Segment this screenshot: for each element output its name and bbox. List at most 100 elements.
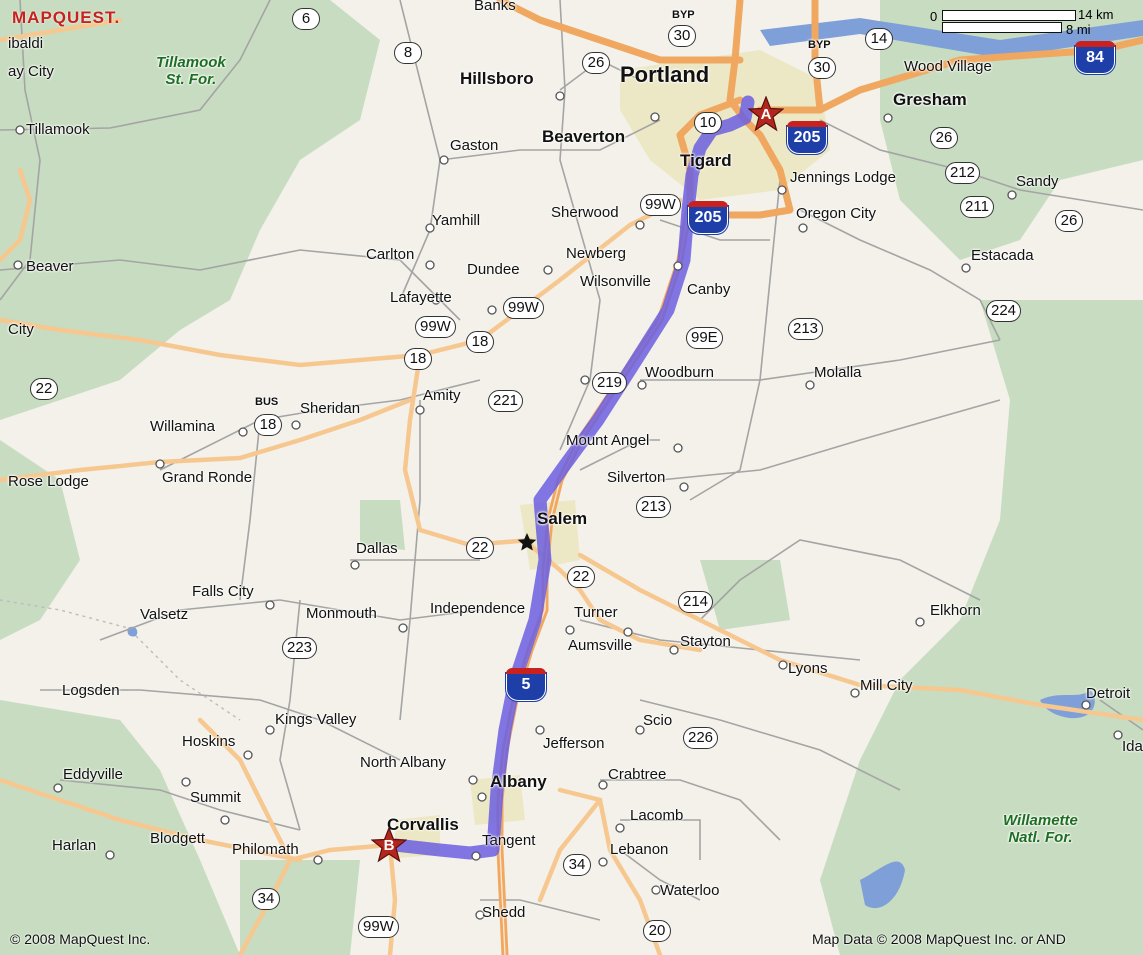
route-shield: 213 [788,318,824,340]
route-shield: 10 [694,112,722,134]
route-shield: 223 [282,637,318,659]
route-shield: 99E [686,327,723,349]
end-marker-label: B [383,837,395,854]
route-shield: 226 [683,727,719,749]
place-label: Woodburn [645,364,714,381]
place-label: Tangent [482,832,536,849]
place-label-portland: Portland [620,62,710,87]
start-marker-label: A [760,106,772,123]
route-start-marker[interactable]: A [747,95,785,132]
capital-star [517,533,537,551]
place-label: Turner [574,604,618,621]
route-shield: 221 [488,390,524,412]
place-label: Carlton [366,246,415,263]
place-label: Lebanon [610,841,669,858]
forest-type: Natl. For. [1008,829,1073,846]
place-label: Hoskins [182,733,236,750]
place-label: Sheridan [300,400,361,417]
route-shield: 99W [503,297,544,319]
place-label: Jennings Lodge [790,169,896,186]
route-shield: 18 [254,414,282,436]
route-shield: 30 [668,25,696,47]
scale-km-label: 14 km [1078,7,1114,22]
forest-label-tillamook: Tillamook St. For. [156,54,226,88]
place-label: Canby [687,281,731,298]
place-label: Grand Ronde [162,469,253,486]
place-label: Crabtree [608,766,667,783]
route-end-marker[interactable]: B [370,826,408,863]
forest-label-willamette: Willamette Natl. For. [1003,812,1078,846]
star-marker-icon [370,826,408,863]
route-shield: 22 [30,378,58,400]
place-label: Silverton [607,469,666,486]
route-shield: 224 [986,300,1022,322]
place-label-albany: Albany [490,772,547,791]
place-label: Mount Angel [566,432,650,449]
route-shield: 211 [960,196,994,218]
place-label: Gaston [450,137,499,154]
route-shield: 30 [808,57,836,79]
mapquest-logo[interactable]: MAPQUEST. [12,8,121,27]
star-marker-icon [747,95,785,132]
place-label: Dundee [467,261,520,278]
route-shield: 213 [636,496,672,518]
route-shield: 34 [252,888,280,910]
route-shield: 22 [466,537,494,559]
route-shield: 34 [563,854,591,876]
route-shield: 18 [404,348,432,370]
place-label: Summit [190,789,241,806]
place-label: Monmouth [306,605,377,622]
scale-zero: 0 [930,9,938,24]
place-label: Jefferson [543,735,605,752]
place-label: Wood Village [904,58,992,75]
map-data-credit: Map Data © 2008 MapQuest Inc. or AND [812,931,1066,947]
route-shield: 212 [945,162,981,184]
place-label: Kings Valley [275,711,357,728]
place-label: Lacomb [630,807,684,824]
byp-label: BYP [808,39,831,51]
place-label: Yamhill [432,212,481,229]
place-label: Ida [1122,738,1143,755]
route-shield: 8 [394,42,422,64]
place-label: Wilsonville [580,273,651,290]
copyright-notice: © 2008 MapQuest Inc. [10,931,151,947]
place-label: Aumsville [568,637,633,654]
interstate-shield: 5 [505,668,547,702]
place-label: Dallas [356,540,398,557]
route-shield: 26 [582,52,610,74]
place-label: Tillamook [26,121,90,138]
place-label: Banks [474,0,516,14]
place-label: Gresham [893,90,967,109]
interstate-shield: 205 [687,201,729,235]
route-line [388,95,755,860]
place-label: North Albany [360,754,446,771]
route-shield: 18 [466,331,494,353]
place-label: Lafayette [390,289,452,306]
place-label: Estacada [971,247,1034,264]
place-label: ay City [8,63,54,80]
place-label: Lyons [788,660,828,677]
place-label: Independence [430,600,526,617]
interstate-shield: 205 [786,121,828,155]
place-label: Tigard [680,151,732,170]
place-label: Philomath [232,841,299,858]
place-label: Harlan [52,837,97,854]
place-label: Molalla [814,364,862,381]
place-label: City [8,321,34,338]
place-label: Beaver [26,258,74,275]
forest-type: St. For. [165,71,217,88]
place-label: Falls City [192,583,254,600]
place-label: Hillsboro [460,69,534,88]
place-label: Sherwood [551,204,619,221]
place-label: Stayton [680,633,731,650]
scale-bar-mi [942,22,1062,33]
place-label: Beaverton [542,127,626,146]
place-label: Valsetz [140,606,189,623]
place-label: Scio [643,712,673,729]
place-label-salem: Salem [537,509,588,528]
bus-route-label: BUS [255,396,279,408]
scale-bar-km [942,10,1076,21]
byp-label: BYP [672,9,695,21]
place-label: Waterloo [660,882,720,899]
